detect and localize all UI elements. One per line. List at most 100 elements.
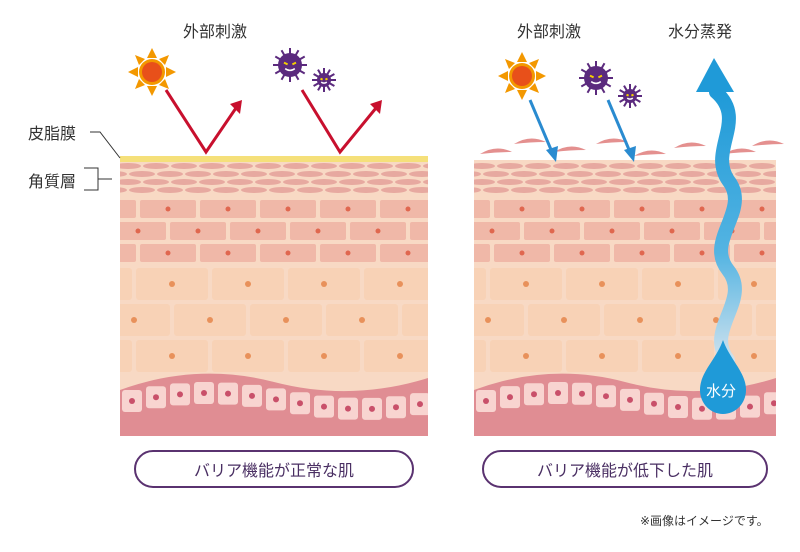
reflected-arrow-1 bbox=[164, 89, 242, 155]
cell-nucleus bbox=[599, 353, 605, 359]
corneum-cell bbox=[311, 163, 337, 169]
stratum-corneum-layer-damaged bbox=[441, 163, 800, 193]
corneum-cell bbox=[120, 179, 141, 185]
cell-nucleus bbox=[417, 401, 423, 408]
cell-nucleus bbox=[699, 405, 705, 412]
cell-nucleus bbox=[207, 317, 213, 323]
corneum-cell bbox=[199, 163, 225, 169]
corneum-cell bbox=[595, 171, 621, 177]
corneum-cell bbox=[525, 163, 551, 169]
corneum-cell bbox=[325, 187, 351, 193]
corneum-cell bbox=[497, 163, 523, 169]
sebum-label: 皮脂膜 bbox=[28, 124, 77, 143]
corneum-cell bbox=[441, 163, 467, 169]
corneum-cell bbox=[185, 171, 211, 177]
cell-nucleus bbox=[699, 206, 705, 212]
cell-nucleus bbox=[675, 281, 681, 287]
water-drop-icon bbox=[700, 340, 746, 414]
healthy-skin-panel bbox=[87, 160, 471, 436]
corneum-cell bbox=[763, 187, 776, 193]
corneum-cell bbox=[637, 179, 663, 185]
peach-cell bbox=[474, 340, 486, 372]
corneum-cell bbox=[409, 187, 428, 193]
corneum-cell bbox=[227, 163, 253, 169]
corneum-cell bbox=[567, 187, 593, 193]
corneum-cell bbox=[325, 171, 351, 177]
corneum-cell bbox=[637, 163, 663, 169]
cell-nucleus bbox=[561, 317, 567, 323]
cell-nucleus bbox=[675, 353, 681, 359]
peach-cell-rows-damaged bbox=[447, 268, 776, 372]
corneum-cell bbox=[777, 163, 800, 169]
pink-cell bbox=[120, 244, 136, 262]
cell-nucleus bbox=[169, 353, 175, 359]
corneum-cell bbox=[567, 171, 593, 177]
cell-nucleus bbox=[435, 317, 441, 323]
sebum-leader bbox=[90, 131, 121, 159]
cell-nucleus bbox=[460, 207, 465, 212]
sun-icon bbox=[128, 48, 176, 96]
cell-nucleus bbox=[579, 250, 585, 256]
germ-icon bbox=[618, 84, 642, 108]
cell-nucleus bbox=[93, 281, 99, 287]
corneum-cell bbox=[609, 163, 635, 169]
cell-nucleus bbox=[639, 250, 645, 256]
cell-nucleus bbox=[369, 405, 375, 412]
cell-nucleus bbox=[201, 390, 207, 397]
corneum-cell bbox=[157, 187, 183, 193]
corneum-cell bbox=[474, 171, 481, 177]
cell-nucleus bbox=[751, 353, 757, 359]
cell-nucleus bbox=[523, 353, 529, 359]
cell-nucleus bbox=[106, 251, 111, 256]
basal-layer-damaged bbox=[474, 373, 776, 436]
corneum-cell bbox=[693, 163, 719, 169]
pink-cell bbox=[474, 200, 490, 218]
corneum-cell bbox=[409, 171, 428, 177]
corneum-cell bbox=[665, 179, 691, 185]
peeling-flake bbox=[724, 148, 756, 154]
cell-nucleus bbox=[609, 228, 615, 234]
pink-cell bbox=[794, 200, 800, 218]
corneum-cell bbox=[679, 171, 705, 177]
corneum-cell bbox=[623, 187, 649, 193]
corneum-cell bbox=[120, 163, 141, 169]
corneum-cell bbox=[297, 187, 323, 193]
cell-nucleus bbox=[579, 206, 585, 212]
peeling-flake bbox=[674, 142, 706, 148]
caption-normal-skin: バリア機能が正常な肌 bbox=[134, 450, 414, 488]
cell-nucleus bbox=[531, 391, 537, 398]
corneum-cell bbox=[763, 171, 776, 177]
cell-nucleus bbox=[177, 391, 183, 398]
peach-cell bbox=[756, 304, 776, 336]
cell-nucleus bbox=[627, 396, 633, 403]
cell-nucleus bbox=[466, 251, 471, 256]
corneum-cell bbox=[381, 187, 407, 193]
damaged-skin-panel bbox=[441, 160, 800, 436]
water-evaporation-arrow bbox=[696, 58, 742, 367]
corneum-bracket-top bbox=[84, 167, 99, 191]
corneum-cell bbox=[381, 171, 407, 177]
cell-nucleus bbox=[131, 317, 137, 323]
cell-nucleus bbox=[519, 206, 525, 212]
corneum-cell bbox=[339, 163, 365, 169]
cell-nucleus bbox=[285, 250, 291, 256]
corneum-cell bbox=[423, 179, 428, 185]
peach-cell bbox=[364, 340, 428, 372]
corneum-cell bbox=[120, 187, 127, 193]
peeling-flakes bbox=[480, 138, 784, 156]
caption-normal-text: バリア機能が正常な肌 bbox=[193, 461, 354, 480]
cell-nucleus bbox=[255, 228, 261, 234]
cell-nucleus bbox=[245, 281, 251, 287]
cell-nucleus bbox=[273, 396, 279, 403]
penetrating-arrow-1 bbox=[528, 99, 558, 162]
reflected-arrow-2 bbox=[300, 89, 382, 155]
corneum-cell bbox=[497, 179, 523, 185]
corneum-cell bbox=[87, 179, 113, 185]
cell-nucleus bbox=[165, 206, 171, 212]
cell-nucleus bbox=[489, 228, 495, 234]
external-stimulus-label-right: 外部刺激 bbox=[517, 22, 582, 41]
cell-nucleus bbox=[447, 353, 453, 359]
corneum-cell bbox=[581, 179, 607, 185]
corneum-cell bbox=[539, 187, 565, 193]
corneum-cell bbox=[623, 171, 649, 177]
